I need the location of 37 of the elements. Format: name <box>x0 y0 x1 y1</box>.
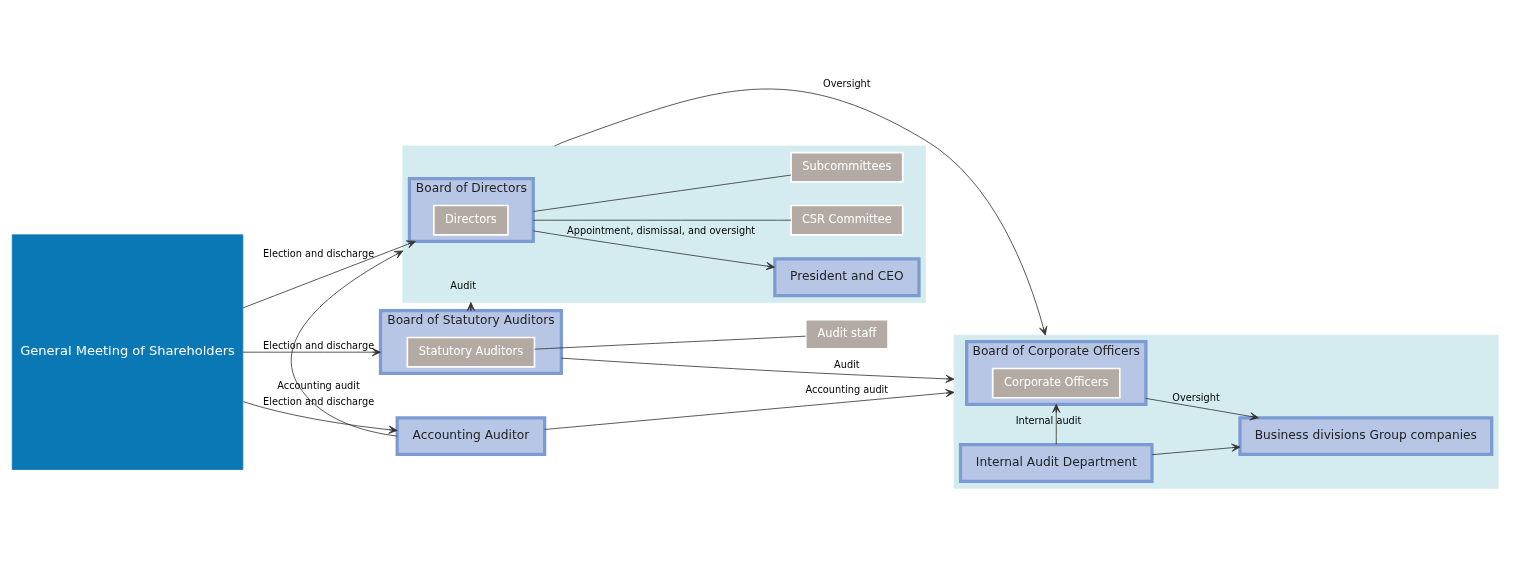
connector <box>532 174 792 212</box>
arrow <box>554 88 1048 335</box>
arrow <box>291 250 404 436</box>
connector <box>532 219 792 221</box>
node-box: Business divisions Group companies <box>1238 415 1494 456</box>
edge-label: Audit <box>450 279 476 291</box>
edge-label: Accounting audit <box>805 383 889 395</box>
arrow <box>1145 397 1259 420</box>
edge-label: Election and discharge <box>263 247 375 259</box>
arrow <box>1052 403 1061 445</box>
node-box: President and CEO <box>773 256 921 297</box>
arrow <box>242 240 416 308</box>
edge-label: Appointment, dismissal, and oversight <box>567 224 756 236</box>
node-box: Statutory Auditors <box>406 336 536 368</box>
node-box: Audit staff <box>804 318 889 350</box>
arrow <box>560 357 955 383</box>
edge-label: Election and discharge <box>263 395 375 407</box>
edge-label: Internal audit <box>1015 414 1082 426</box>
node-box: Corporate Officers <box>991 367 1121 399</box>
arrow <box>242 347 381 356</box>
edge-label: Election and discharge <box>263 339 375 351</box>
arrow <box>242 400 398 434</box>
connector <box>534 335 806 350</box>
node-box: Directors <box>433 204 509 236</box>
edge-label: Accounting audit <box>277 379 360 391</box>
cluster <box>953 334 1499 489</box>
node-box: Accounting Auditor <box>395 415 547 456</box>
node-box: CSR Committee <box>790 204 904 236</box>
node-box: Internal Audit Department <box>958 442 1154 483</box>
node-box: General Meeting of Shareholders <box>11 233 244 470</box>
arrow <box>532 229 775 270</box>
edge-label: Oversight <box>823 77 871 89</box>
edge-label: Audit <box>834 358 860 370</box>
node-box: Subcommittees <box>790 151 904 183</box>
arrow <box>1151 443 1241 455</box>
arrow <box>544 388 955 430</box>
edge-label: Oversight <box>1172 391 1220 403</box>
